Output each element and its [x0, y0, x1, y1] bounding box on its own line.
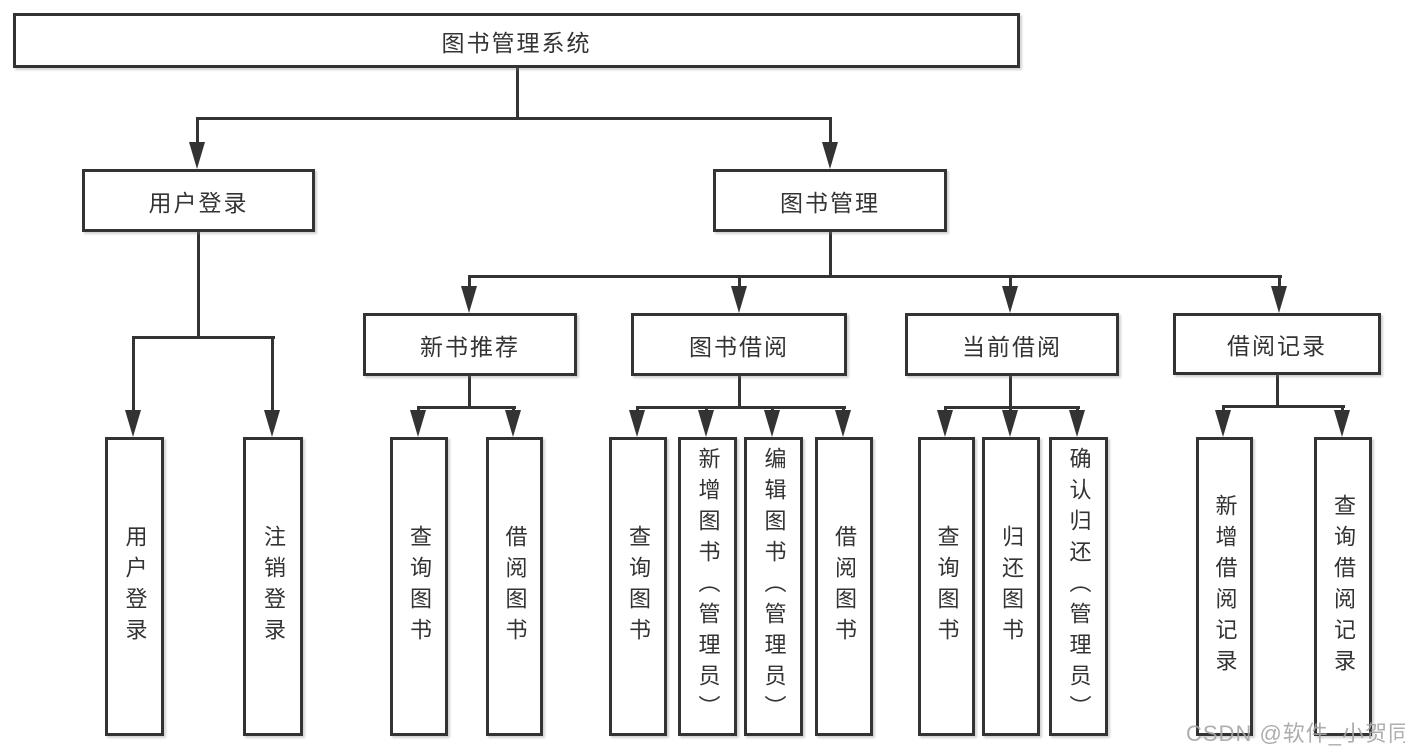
node-borrow-record-label: 借阅记录	[1227, 333, 1327, 359]
leaf-cb-query-book: 查询图书	[918, 437, 975, 736]
node-current-borrow: 当前借阅	[905, 313, 1119, 376]
arrow-down-icon	[731, 286, 747, 313]
leaf-bb-edit-book: 编辑图书（管理员）	[744, 437, 803, 736]
leaf-bb-add-book: 新增图书（管理员）	[678, 437, 737, 736]
connector-line	[738, 275, 741, 289]
leaf-rec-borrow-book: 借阅图书	[486, 437, 543, 736]
leaf-logout: 注销登录	[243, 437, 303, 736]
leaf-br-add-record-label: 新增借阅记录	[1212, 493, 1238, 680]
arrow-down-icon	[1002, 410, 1018, 437]
connector-line	[197, 117, 832, 120]
connector-line	[738, 376, 741, 408]
leaf-logout-label: 注销登录	[261, 524, 286, 649]
connector-line	[829, 117, 832, 144]
connector-line	[1278, 275, 1281, 289]
node-new-book-rec: 新书推荐	[363, 313, 577, 376]
connector-line	[829, 232, 832, 278]
arrow-down-icon	[125, 410, 141, 437]
arrow-down-icon	[505, 410, 521, 437]
node-book-borrow-label: 图书借阅	[689, 333, 789, 360]
connector-line	[1009, 275, 1012, 289]
connector-line	[469, 275, 1282, 278]
arrow-down-icon	[410, 410, 426, 437]
arrow-down-icon	[1069, 410, 1085, 437]
connector-line	[1276, 375, 1279, 407]
leaf-cb-confirm-return: 确认归还（管理员）	[1049, 437, 1108, 736]
node-book-borrow: 图书借阅	[631, 313, 847, 376]
leaf-bb-borrow-book: 借阅图书	[815, 437, 873, 736]
leaf-rec-borrow-book-label: 借阅图书	[502, 524, 528, 649]
node-book-mgmt-label: 图书管理	[780, 189, 880, 216]
arrow-down-icon	[1334, 410, 1350, 437]
arrow-down-icon	[461, 286, 477, 313]
connector-line	[132, 336, 135, 414]
arrow-down-icon	[1271, 286, 1287, 313]
leaf-bb-query-book: 查询图书	[609, 437, 667, 736]
arrow-down-icon	[264, 410, 280, 437]
node-root-label: 图书管理系统	[441, 29, 592, 56]
leaf-bb-borrow-book-label: 借阅图书	[832, 524, 857, 649]
connector-line	[468, 275, 471, 289]
node-book-mgmt: 图书管理	[713, 169, 947, 232]
connector-line	[945, 406, 1080, 409]
leaf-cb-return-book: 归还图书	[982, 437, 1040, 736]
leaf-br-query-record-label: 查询借阅记录	[1331, 493, 1356, 680]
leaf-br-query-record: 查询借阅记录	[1314, 437, 1372, 736]
leaf-cb-return-book-label: 归还图书	[999, 524, 1024, 649]
arrow-down-icon	[189, 142, 205, 169]
connector-line	[468, 376, 471, 408]
arrow-down-icon	[1215, 410, 1231, 437]
connector-line	[516, 68, 519, 119]
node-current-borrow-label: 当前借阅	[962, 333, 1062, 360]
leaf-bb-query-book-label: 查询图书	[626, 524, 651, 649]
arrow-down-icon	[698, 410, 714, 437]
node-user-login: 用户登录	[82, 169, 315, 232]
connector-line	[637, 406, 846, 409]
connector-line	[418, 406, 516, 409]
arrow-down-icon	[1002, 286, 1018, 313]
node-root: 图书管理系统	[13, 13, 1020, 68]
leaf-bb-edit-book-label: 编辑图书（管理员）	[761, 447, 787, 726]
leaf-bb-add-book-label: 新增图书（管理员）	[695, 447, 721, 726]
connector-line	[197, 232, 200, 339]
leaf-user-login-label: 用户登录	[122, 524, 148, 649]
leaf-cb-query-book-label: 查询图书	[934, 524, 960, 649]
connector-line	[1223, 405, 1345, 408]
arrow-down-icon	[629, 410, 645, 437]
connector-line	[196, 117, 199, 144]
arrow-down-icon	[764, 410, 780, 437]
connector-line	[271, 336, 274, 414]
node-new-book-rec-label: 新书推荐	[420, 333, 520, 360]
node-borrow-record: 借阅记录	[1173, 313, 1381, 375]
arrow-down-icon	[835, 410, 851, 437]
arrow-down-icon	[937, 410, 953, 437]
node-user-login-label: 用户登录	[148, 189, 249, 216]
connector-line	[133, 336, 275, 339]
leaf-rec-query-book: 查询图书	[390, 437, 448, 736]
leaf-rec-query-book-label: 查询图书	[407, 524, 432, 649]
leaf-cb-confirm-return-label: 确认归还（管理员）	[1066, 447, 1092, 726]
connector-line	[1009, 376, 1012, 408]
csdn-watermark: CSDN @软件_小贺同学	[1186, 721, 1405, 746]
leaf-user-login: 用户登录	[105, 437, 164, 736]
arrow-down-icon	[822, 142, 838, 169]
leaf-br-add-record: 新增借阅记录	[1196, 437, 1253, 736]
